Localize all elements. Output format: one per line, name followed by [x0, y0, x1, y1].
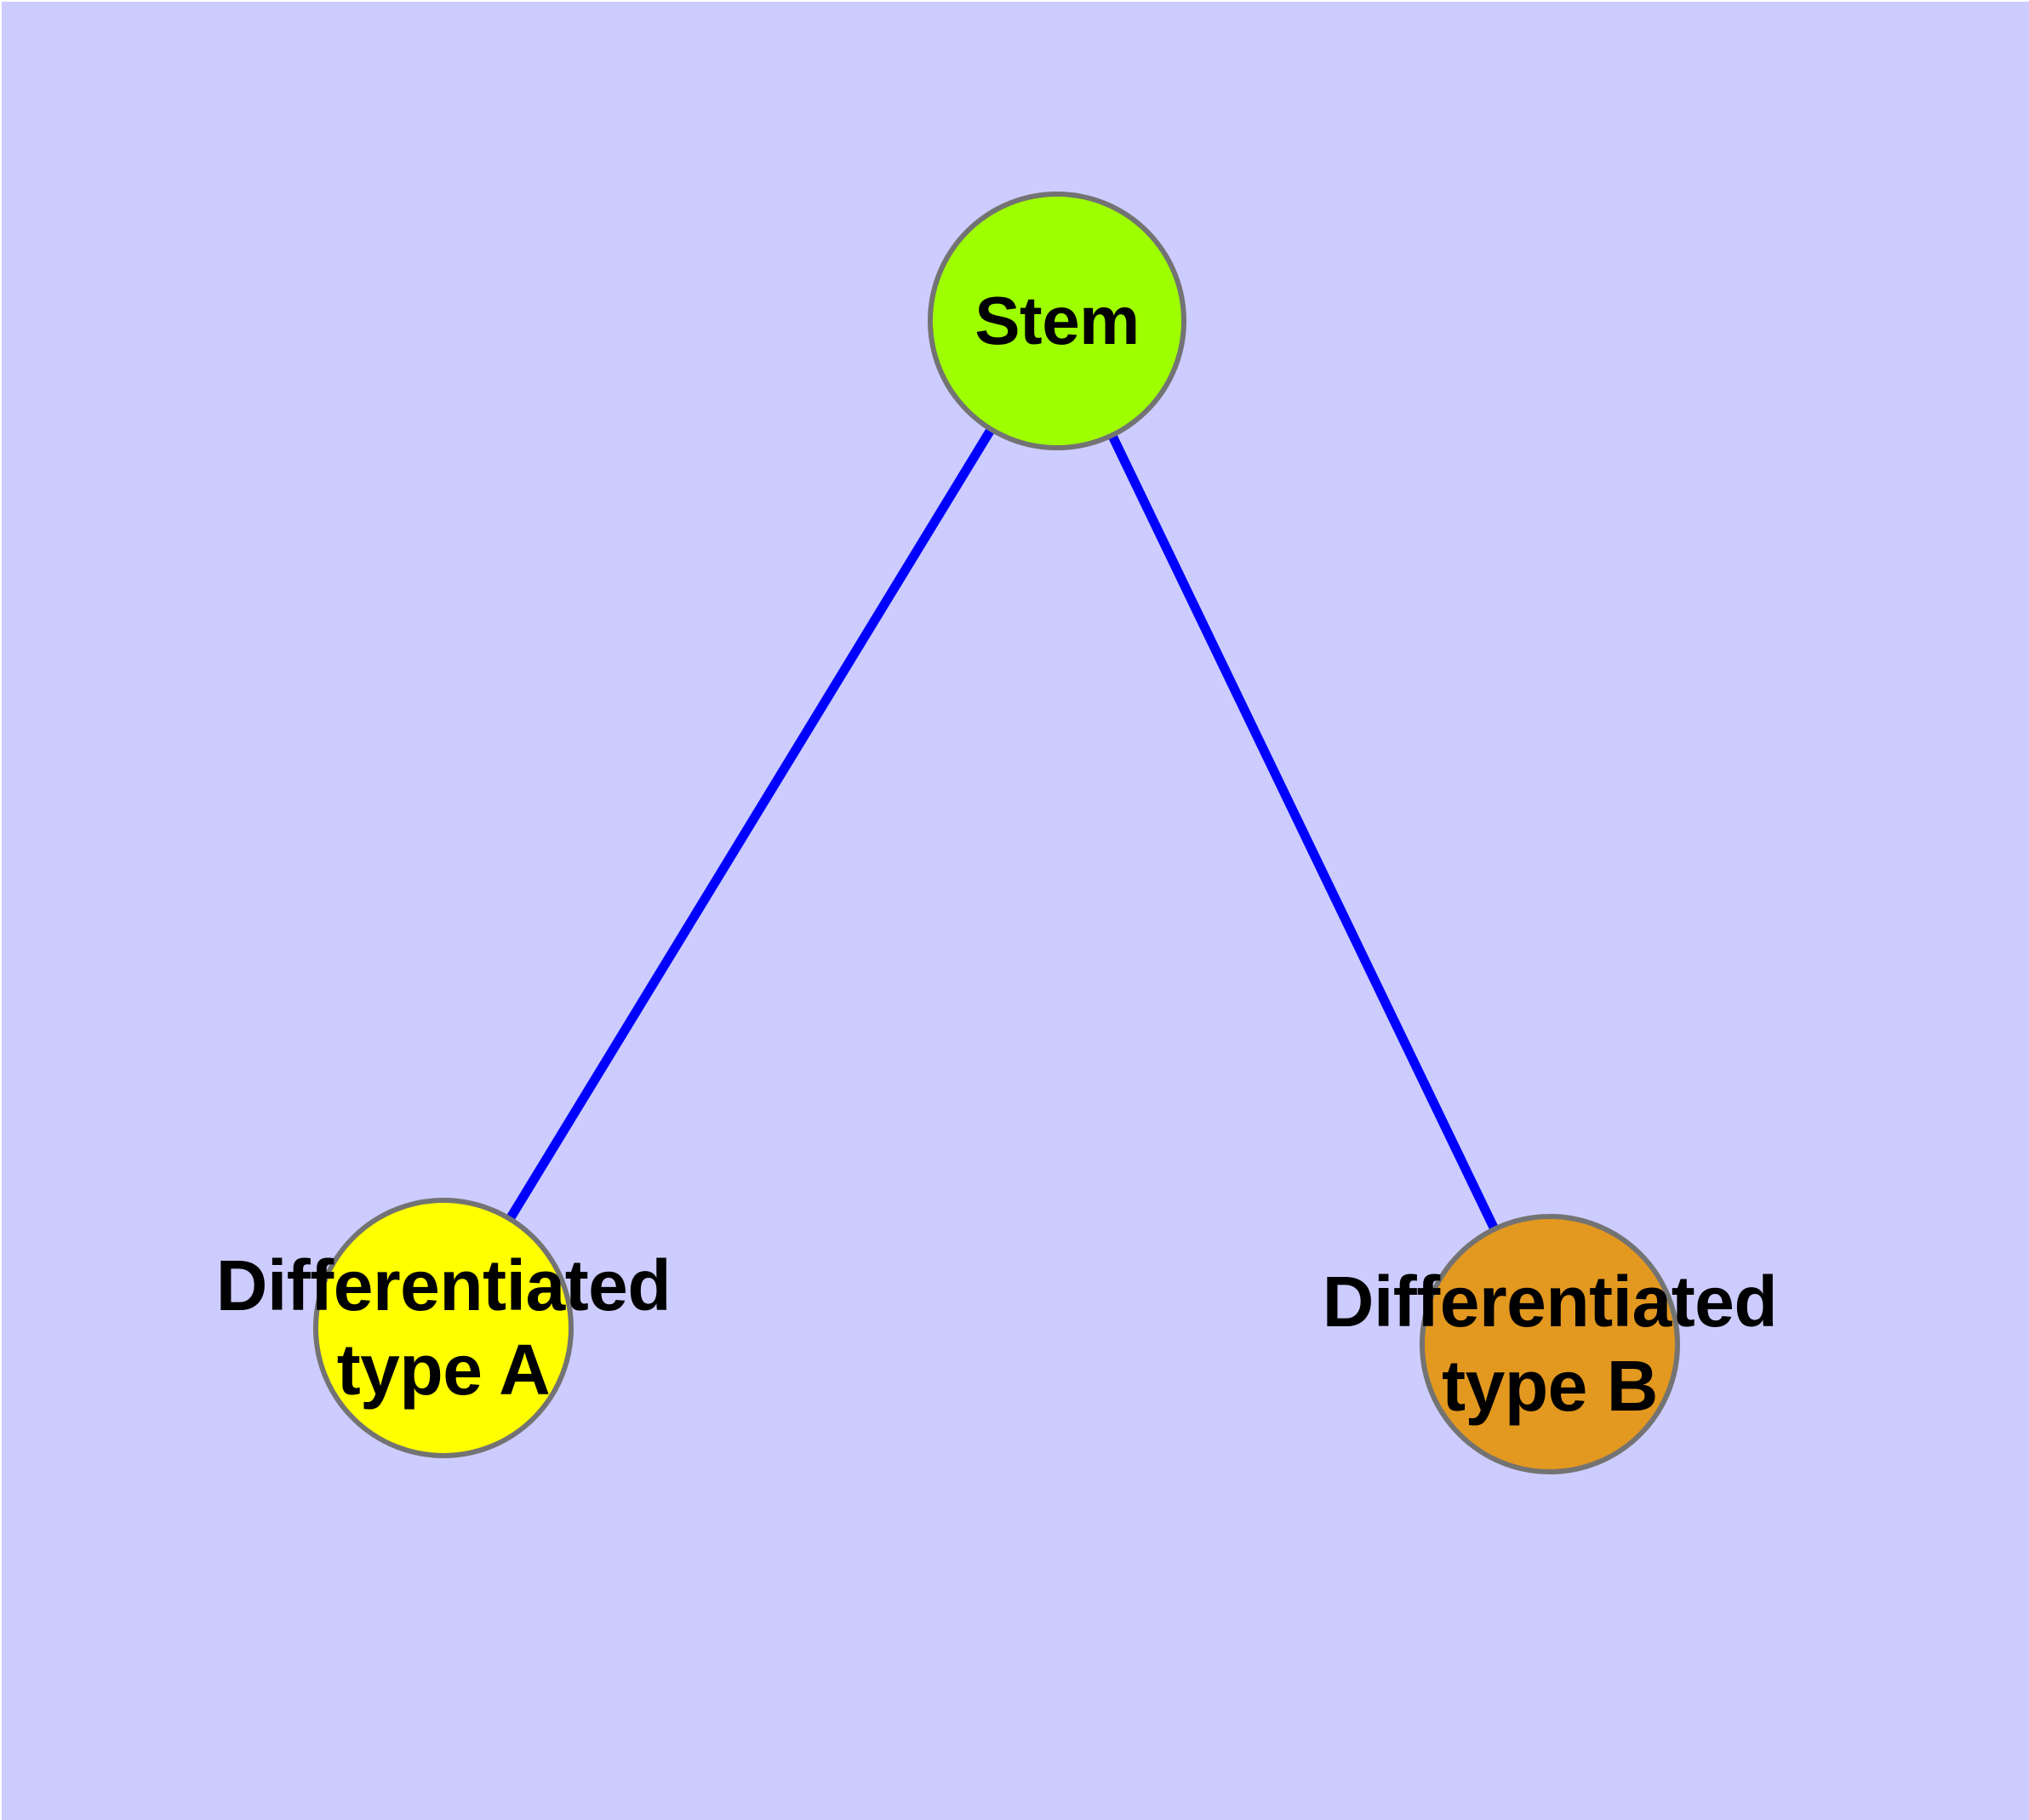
node-circle-stem[interactable]: [928, 192, 1186, 450]
graph-edge-stem-to-diff-b: [1053, 318, 1554, 1347]
node-circle-diff-a[interactable]: [313, 1198, 574, 1458]
graph-node-diff-b[interactable]: Differentiated type B: [1323, 1214, 1778, 1474]
node-circle-diff-b[interactable]: [1420, 1214, 1680, 1474]
graph-node-diff-a[interactable]: Differentiated type A: [216, 1198, 672, 1458]
graph-edge-stem-to-diff-a: [439, 318, 1061, 1331]
graph-node-stem[interactable]: Stem: [928, 192, 1186, 450]
